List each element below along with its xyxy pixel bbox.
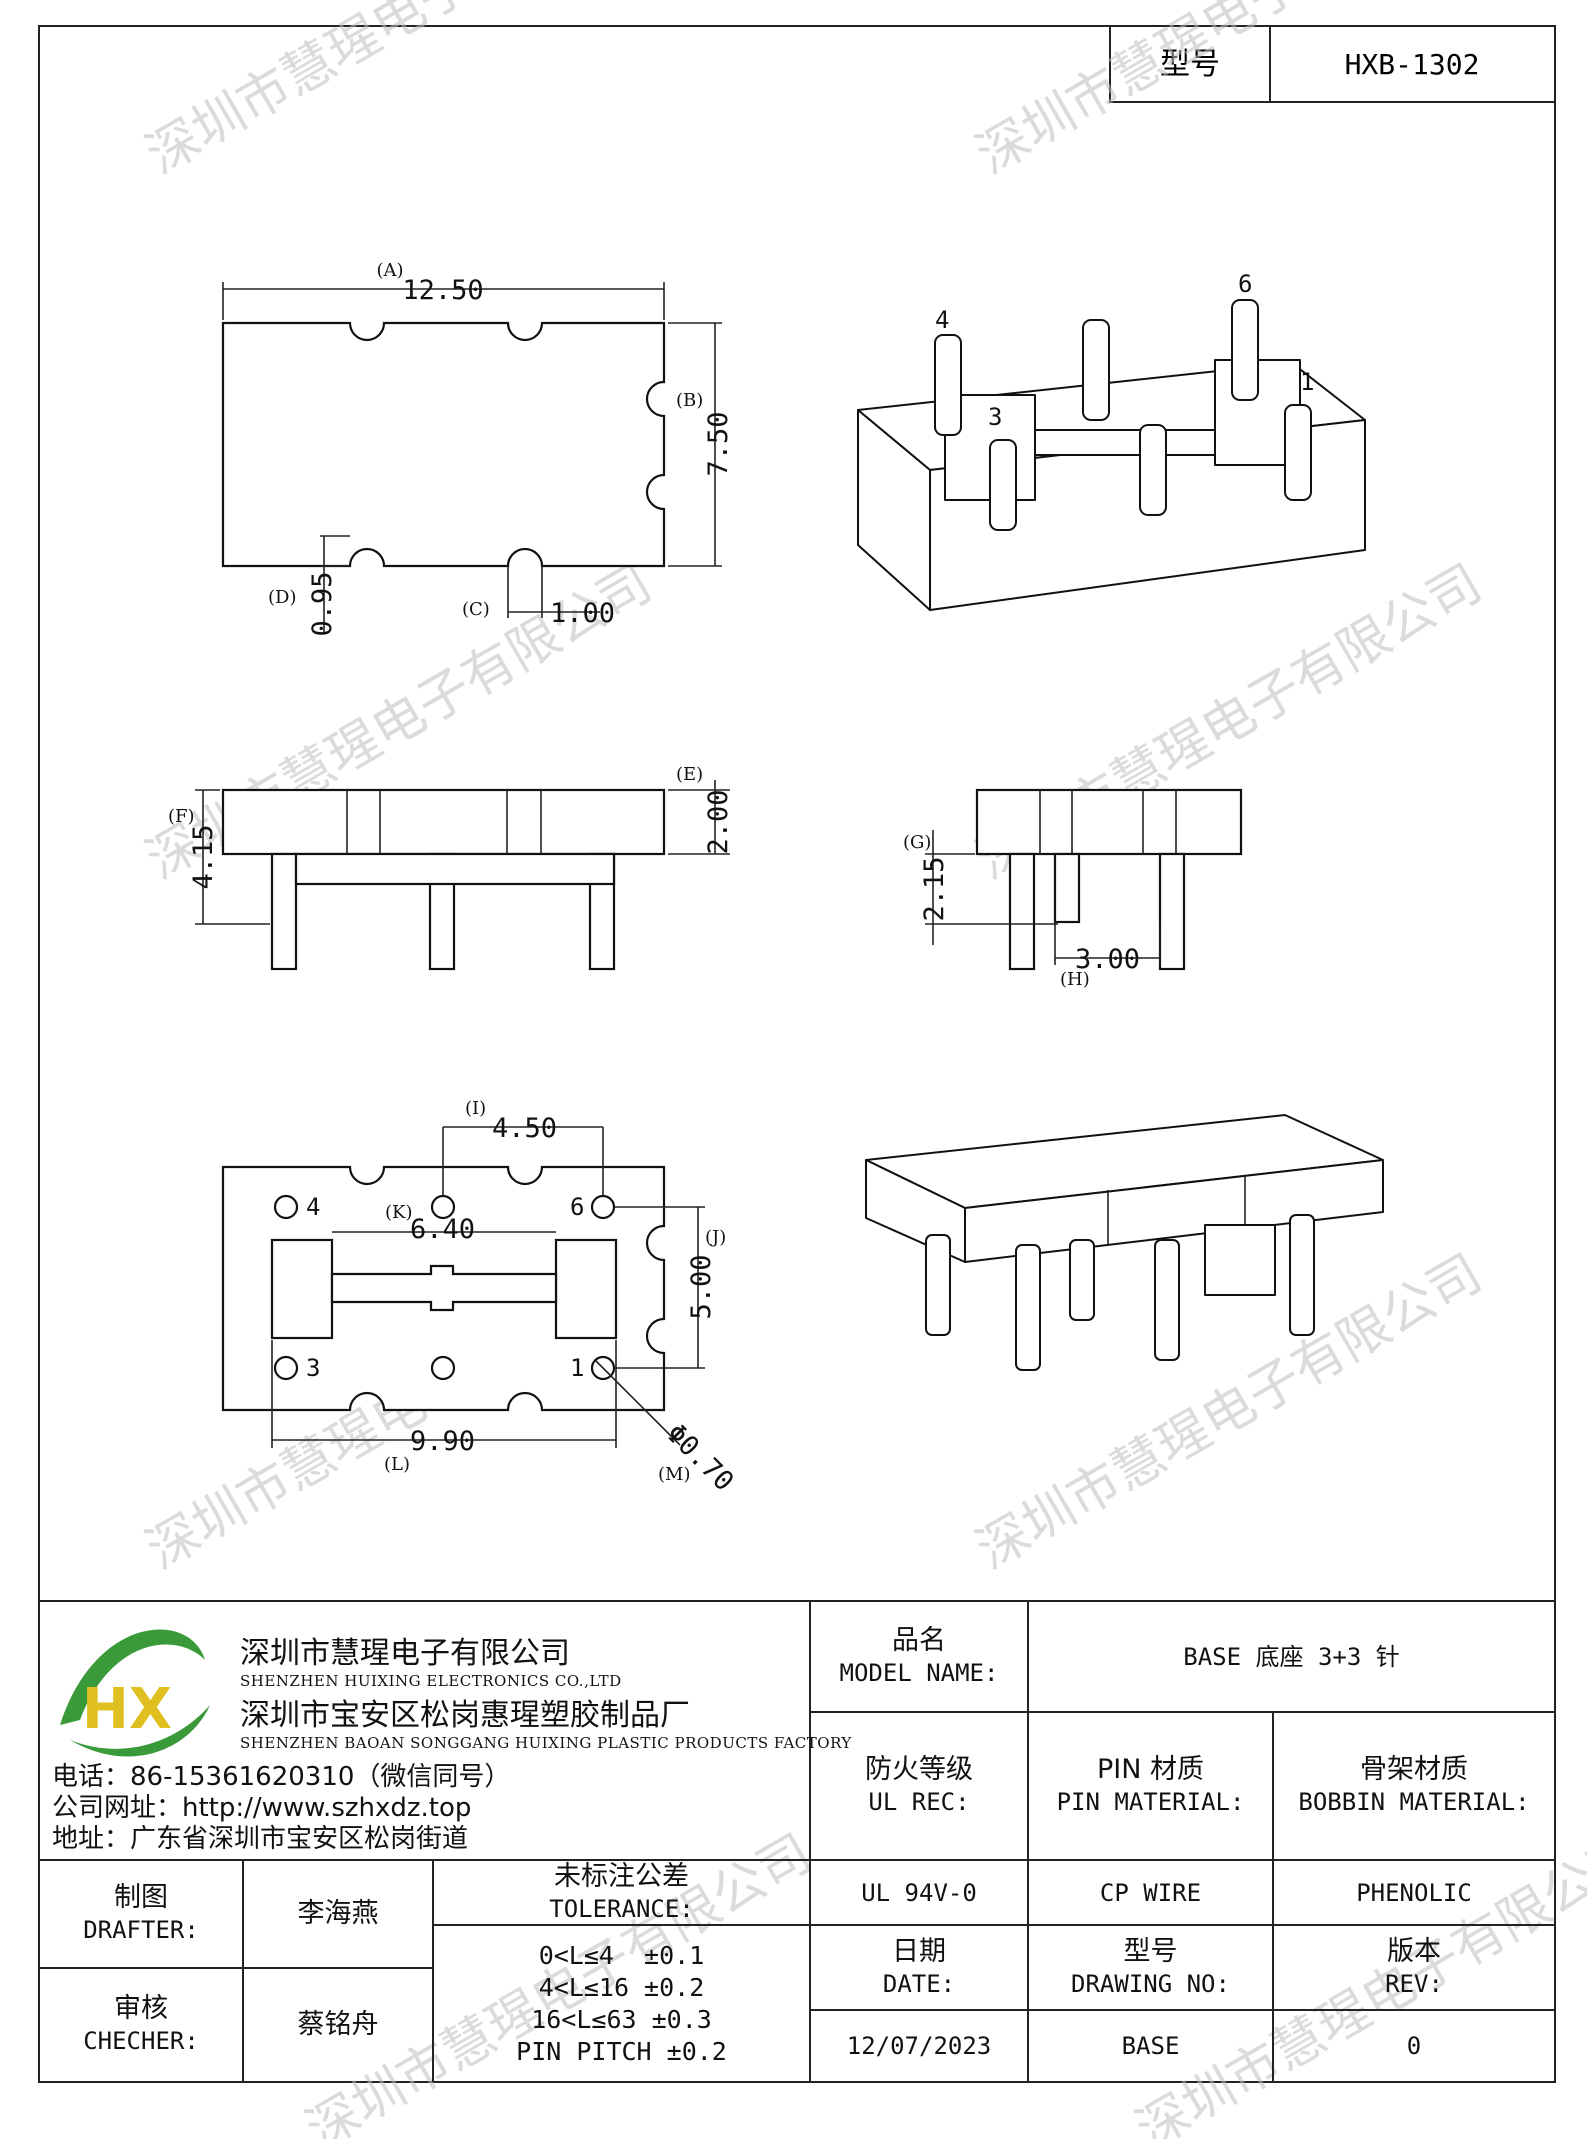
drawing-no-label: 型号 DRAWING NO: — [1071, 1935, 1230, 1998]
dim-F-tag: (F) — [168, 806, 195, 827]
pin-material-value: CP WIRE — [1099, 1878, 1202, 1907]
company-name-en: SHENZHEN HUIXING ELECTRONICS CO.,LTD — [240, 1672, 622, 1690]
pin-label-6: 6 — [1238, 270, 1252, 298]
drafter-label: 制图 DRAFTER: — [83, 1882, 199, 1944]
bobbin-material-label: 骨架材质 BOBBIN MATERIAL: — [1298, 1754, 1530, 1816]
top-view: (A) 12.50 (B) 7.50 (C) 1.00 (D) 0.95 — [221, 260, 734, 637]
pin-label-3: 3 — [988, 403, 1002, 431]
dim-C-tag: (C) — [462, 599, 490, 620]
dim-K-tag: (K) — [385, 1202, 413, 1223]
iso-view-top: 4 6 3 1 — [857, 270, 1366, 611]
pin-label-3: 3 — [306, 1354, 320, 1382]
dim-D-value: 0.95 — [307, 571, 338, 636]
ul-rec-label: 防火等级 UL REC: — [865, 1754, 973, 1816]
drafter-name: 李海燕 — [297, 1898, 379, 1929]
dim-A-tag: (A) — [376, 260, 403, 281]
iso-view-bottom — [865, 1114, 1384, 1371]
dim-E-tag: (E) — [676, 764, 703, 785]
website-text: 公司网址：http://www.szhxdz.top — [52, 1793, 472, 1823]
bobbin-material-value: PHENOLIC — [1356, 1878, 1472, 1907]
side-view: (G) 2.15 3.00 (H) — [903, 788, 1243, 990]
dim-G-tag: (G) — [903, 832, 931, 853]
company-name-cn: 深圳市慧瑆电子有限公司 — [240, 1636, 570, 1671]
drawing-frame — [38, 25, 1556, 2083]
tolerance-values: 0<L≤4 ±0.1 4<L≤16 ±0.2 16<L≤63 ±0.3 PIN … — [516, 1940, 727, 2066]
tolerance-label: 未标注公差 TOLERANCE: — [549, 1860, 694, 1923]
factory-name-cn: 深圳市宝安区松岗惠瑆塑胶制品厂 — [240, 1698, 690, 1733]
checker-label: 审核 CHECHER: — [83, 1993, 199, 2055]
pin-label-1: 1 — [1300, 368, 1314, 396]
dim-A-value: 12.50 — [402, 275, 483, 306]
watermark-text: 深圳市慧瑆电子有限公司 — [137, 0, 662, 186]
dim-F-value: 4.15 — [188, 824, 219, 889]
logo-letters: HX — [82, 1677, 172, 1742]
company-logo: HX — [60, 1629, 210, 1757]
pin-label-4: 4 — [935, 306, 949, 334]
dim-I-value: 4.50 — [492, 1113, 557, 1144]
dim-C-value: 1.00 — [550, 598, 615, 629]
pin-label-4: 4 — [306, 1193, 320, 1221]
company-info: 深圳市慧瑆电子有限公司 SHENZHEN HUIXING ELECTRONICS… — [240, 1628, 852, 1752]
dim-H-value: 3.00 — [1075, 944, 1140, 975]
dim-M-value: Φ0.70 — [660, 1418, 739, 1497]
factory-name-en: SHENZHEN BAOAN SONGGANG HUIXING PLASTIC … — [240, 1734, 852, 1752]
header-model-box — [1109, 25, 1556, 103]
rev-label: 版本 REV: — [1385, 1935, 1443, 1998]
ul-rec-value: UL 94V-0 — [861, 1878, 977, 1907]
pin-label-6: 6 — [570, 1193, 584, 1221]
dim-J-tag: (J) — [705, 1227, 726, 1248]
dim-J-value: 5.00 — [686, 1254, 717, 1319]
model-name-value: BASE 底座 3+3 针 — [1183, 1642, 1400, 1671]
date-value: 12/07/2023 — [846, 2032, 992, 2060]
dim-K-value: 6.40 — [410, 1214, 475, 1245]
dim-H-tag: (H) — [1060, 969, 1090, 990]
dim-I-tag: (I) — [465, 1098, 486, 1119]
title-block-grid — [39, 1600, 1555, 2082]
rev-value: 0 — [1406, 2032, 1422, 2060]
dim-B-tag: (B) — [676, 390, 703, 411]
contact-info: 电话：86-15361620310（微信同号） 公司网址：http://www.… — [52, 1762, 510, 1855]
dim-M-tag: (M) — [658, 1464, 690, 1485]
dim-E-value: 2.00 — [703, 789, 734, 854]
dim-B-value: 7.50 — [703, 411, 734, 476]
checker-name: 蔡铭舟 — [297, 2009, 379, 2040]
header-model-label: 型号 — [1160, 47, 1220, 82]
dim-L-value: 9.90 — [410, 1426, 475, 1457]
pin-label-1: 1 — [570, 1354, 584, 1382]
date-label: 日期 DATE: — [882, 1935, 956, 1998]
header-model-value: HXB-1302 — [1345, 48, 1480, 81]
pin-material-label: PIN 材质 PIN MATERIAL: — [1056, 1754, 1245, 1816]
dim-L-tag: (L) — [384, 1454, 410, 1475]
watermark-text: 深圳市慧瑆电子有限公司 — [967, 0, 1492, 186]
address-text: 地址：广东省深圳市宝安区松岗街道 — [52, 1824, 469, 1854]
iso-pins-top — [934, 299, 1312, 531]
drawing-no-value: BASE — [1121, 2032, 1180, 2060]
model-name-label: 品名 MODEL NAME: — [839, 1624, 999, 1687]
dim-D-tag: (D) — [268, 587, 296, 608]
dim-G-value: 2.15 — [919, 856, 950, 921]
front-view: (E) 2.00 (F) 4.15 — [168, 764, 734, 971]
phone-text: 电话：86-15361620310（微信同号） — [52, 1762, 511, 1792]
